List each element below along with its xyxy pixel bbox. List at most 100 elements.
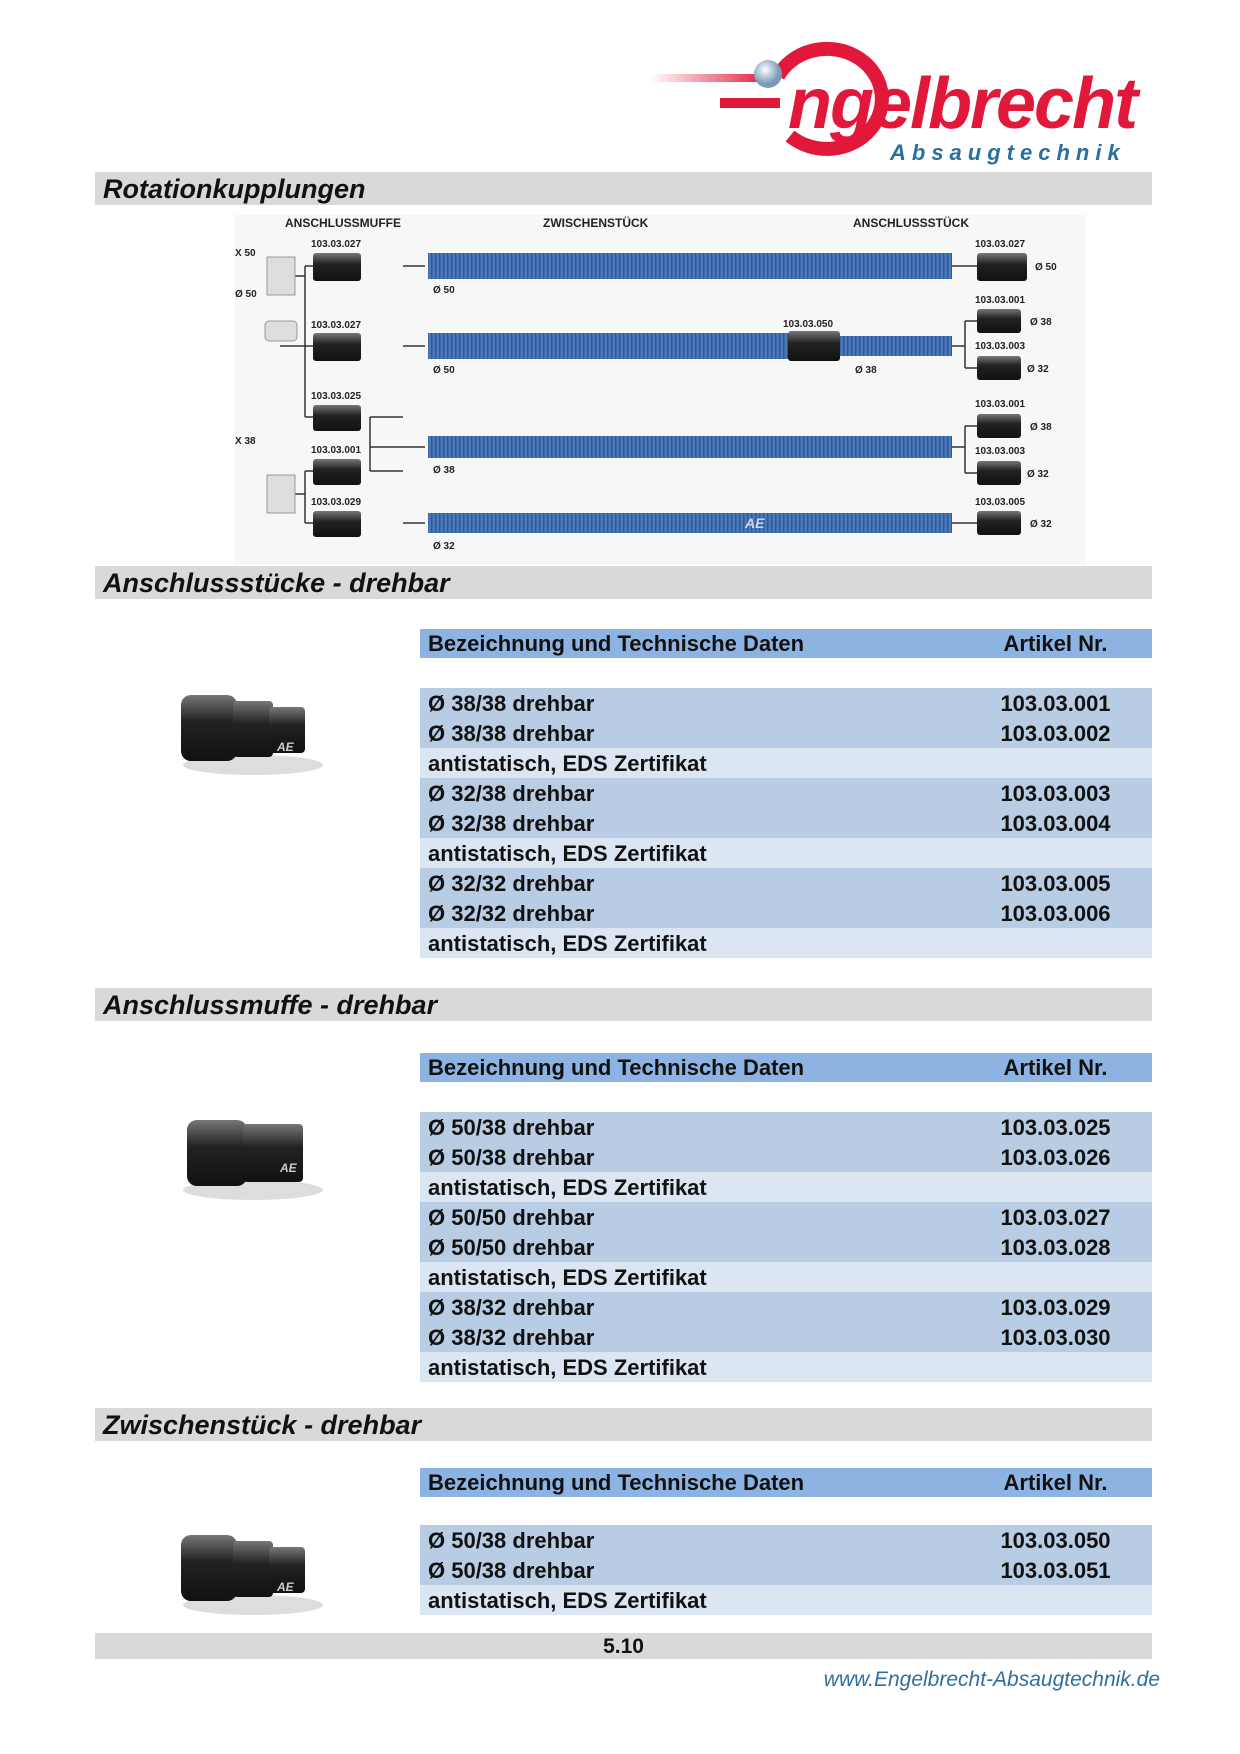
row-article-number: 103.03.001 <box>1000 691 1111 716</box>
product-image-anschlussmuffe: AE <box>183 1120 323 1200</box>
table-row: Ø 50/38 drehbar 103.03.051 <box>420 1555 1152 1585</box>
row-article-number: 103.03.051 <box>1000 1558 1111 1583</box>
table-row: antistatisch, EDS Zertifikat <box>420 748 1152 778</box>
svg-text:AE: AE <box>744 515 765 531</box>
header-desc: Bezeichnung und Technische Daten <box>428 1470 805 1495</box>
right-diam: Ø 32 <box>1027 469 1049 480</box>
row-article-number: 103.03.030 <box>1000 1325 1111 1350</box>
product-image-zwischenstueck: AE <box>181 1535 323 1615</box>
row-desc: Ø 50/38 drehbar <box>428 1558 595 1583</box>
right-diam: Ø 50 <box>1035 262 1057 273</box>
svg-text:AE: AE <box>276 740 295 754</box>
row-article-number <box>959 928 1152 958</box>
row-desc: antistatisch, EDS Zertifikat <box>428 1175 707 1200</box>
rotation-coupling-diagram: ANSCHLUSSMUFFE ZWISCHENSTÜCK ANSCHLUSSST… <box>235 215 1085 565</box>
row-desc: antistatisch, EDS Zertifikat <box>428 1588 707 1613</box>
row-desc: antistatisch, EDS Zertifikat <box>428 841 707 866</box>
table-row: antistatisch, EDS Zertifikat <box>420 1585 1152 1615</box>
tube-label: Ø 50 <box>433 285 455 296</box>
row-desc: Ø 50/38 drehbar <box>428 1115 595 1140</box>
header-desc: Bezeichnung und Technische Daten <box>428 631 805 656</box>
table-row: Ø 38/38 drehbar 103.03.001 <box>420 688 1152 718</box>
table-header: Bezeichnung und Technische Daten Artikel … <box>420 1053 1152 1082</box>
website-link[interactable]: www.Engelbrecht-Absaugtechnik.de <box>823 1668 1160 1691</box>
engelbrecht-logo: ngelbrecht Absaugtechnik <box>650 41 1143 165</box>
row-article-number <box>959 1585 1152 1615</box>
row-desc: antistatisch, EDS Zertifikat <box>428 751 707 776</box>
row-article-number <box>959 1262 1152 1292</box>
table-row: Ø 32/38 drehbar 103.03.003 <box>420 778 1152 808</box>
row-article-number: 103.03.050 <box>1000 1528 1111 1553</box>
tube-label: Ø 50 <box>433 365 455 376</box>
table-row: antistatisch, EDS Zertifikat <box>420 1172 1152 1202</box>
row-article-number: 103.03.002 <box>1000 721 1111 746</box>
left-part: 103.03.027 <box>311 320 361 331</box>
right-diam: Ø 38 <box>1030 422 1052 433</box>
product-table-zwischenstueck: Bezeichnung und Technische Daten Artikel … <box>420 1468 1152 1615</box>
product-table-anschlussmuffe: Bezeichnung und Technische Daten Artikel … <box>420 1053 1152 1382</box>
header-desc: Bezeichnung und Technische Daten <box>428 1055 805 1080</box>
row-article-number <box>959 1352 1152 1382</box>
left-part: 103.03.027 <box>311 239 361 250</box>
row-desc: Ø 38/32 drehbar <box>428 1295 595 1320</box>
row-desc: Ø 38/32 drehbar <box>428 1325 595 1350</box>
table-row: antistatisch, EDS Zertifikat <box>420 928 1152 958</box>
left-label: Ø 50 <box>235 289 257 300</box>
right-diam: Ø 32 <box>1027 364 1049 375</box>
right-part: 103.03.003 <box>975 446 1025 457</box>
row-article-number: 103.03.027 <box>1000 1205 1111 1230</box>
row-article-number: 103.03.005 <box>1000 871 1111 896</box>
table-row: Ø 32/32 drehbar 103.03.006 <box>420 898 1152 928</box>
row-article-number: 103.03.026 <box>1000 1145 1111 1170</box>
row-article-number: 103.03.003 <box>1000 781 1111 806</box>
row-article-number <box>959 838 1152 868</box>
table-header: Bezeichnung und Technische Daten Artikel … <box>420 1468 1152 1497</box>
right-part: 103.03.003 <box>975 341 1025 352</box>
row-article-number: 103.03.004 <box>1000 811 1111 836</box>
row-desc: Ø 32/38 drehbar <box>428 811 595 836</box>
header-art: Artikel Nr. <box>1003 1470 1108 1495</box>
left-label: X 38 <box>235 436 256 447</box>
tube-label: Ø 38 <box>855 365 877 376</box>
right-diam: Ø 38 <box>1030 317 1052 328</box>
row-desc: Ø 50/38 drehbar <box>428 1528 595 1553</box>
table-row: Ø 50/38 drehbar 103.03.025 <box>420 1112 1152 1142</box>
row-article-number: 103.03.025 <box>1000 1115 1111 1140</box>
section-title-rotationkupplungen: Rotationkupplungen <box>95 172 1152 205</box>
table-row: antistatisch, EDS Zertifikat <box>420 838 1152 868</box>
row-desc: antistatisch, EDS Zertifikat <box>428 931 707 956</box>
left-label: X 50 <box>235 248 256 259</box>
row-desc: Ø 50/50 drehbar <box>428 1205 595 1230</box>
section-title-zwischenstueck: Zwischenstück - drehbar <box>95 1408 1152 1441</box>
row-desc: Ø 32/32 drehbar <box>428 901 595 926</box>
product-image-anschlussstueck: AE <box>181 695 323 775</box>
tube-label: Ø 32 <box>433 541 455 552</box>
right-part: 103.03.005 <box>975 497 1025 508</box>
row-desc: Ø 38/38 drehbar <box>428 691 595 716</box>
right-diam: Ø 32 <box>1030 519 1052 530</box>
row-desc: Ø 50/50 drehbar <box>428 1235 595 1260</box>
section-title-anschlussmuffe: Anschlussmuffe - drehbar <box>95 988 1152 1021</box>
right-part: 103.03.027 <box>975 239 1025 250</box>
row-desc: Ø 50/38 drehbar <box>428 1145 595 1170</box>
row-desc: Ø 32/38 drehbar <box>428 781 595 806</box>
svg-text:ngelbrecht: ngelbrecht <box>788 64 1141 144</box>
diagram-heading: ZWISCHENSTÜCK <box>543 215 649 230</box>
header-art: Artikel Nr. <box>1003 1055 1108 1080</box>
diagram-heading: ANSCHLUSSMUFFE <box>285 216 401 230</box>
section-title-anschlussstuecke: Anschlussstücke - drehbar <box>95 566 1152 599</box>
svg-text:Absaugtechnik: Absaugtechnik <box>889 140 1126 165</box>
table-row: Ø 38/32 drehbar 103.03.030 <box>420 1322 1152 1352</box>
svg-text:AE: AE <box>276 1580 295 1594</box>
diagram-heading: ANSCHLUSSSTÜCK <box>853 215 969 230</box>
left-part: 103.03.025 <box>311 391 361 402</box>
table-row: antistatisch, EDS Zertifikat <box>420 1352 1152 1382</box>
row-desc: antistatisch, EDS Zertifikat <box>428 1265 707 1290</box>
row-article-number: 103.03.006 <box>1000 901 1111 926</box>
row-desc: Ø 32/32 drehbar <box>428 871 595 896</box>
